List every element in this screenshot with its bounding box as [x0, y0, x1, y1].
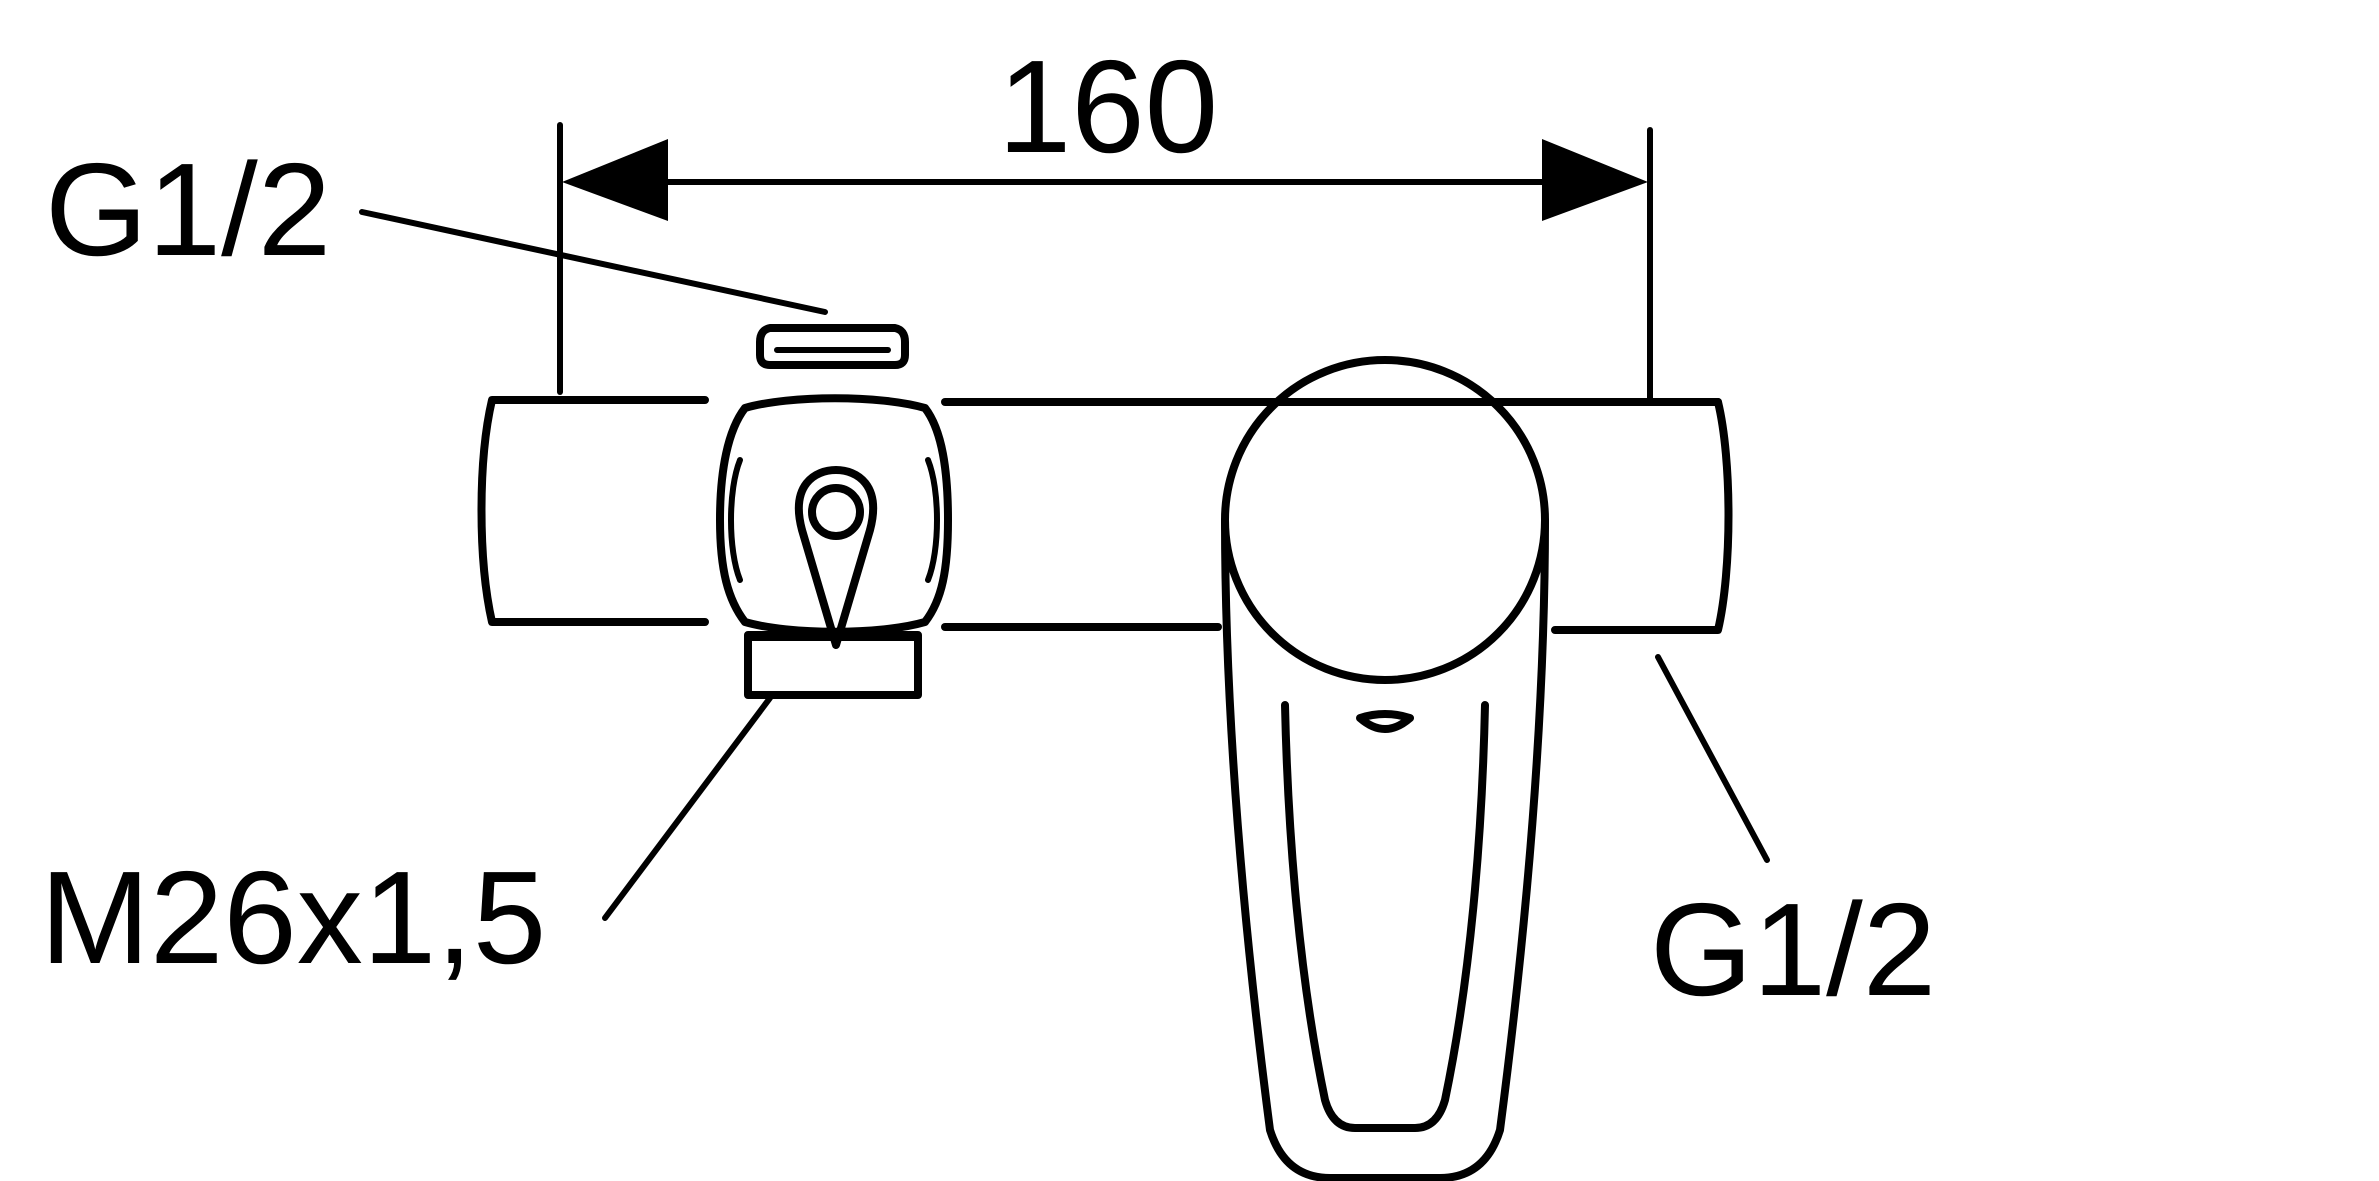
- mixer-body: [477, 396, 1733, 634]
- union-top-cap: [756, 324, 909, 369]
- lever-cartridge-circle: [1221, 356, 1549, 684]
- label-inlet-right: G1/2: [1650, 876, 1936, 1023]
- lever-handle-outer: [1221, 516, 1549, 1181]
- dimension-arrow-left: [562, 139, 668, 221]
- body-left-end: [477, 396, 709, 626]
- leader-outlet-thread: [602, 695, 773, 921]
- dimension-160: 160: [557, 33, 1653, 401]
- leader-inlet-right: [1655, 654, 1770, 863]
- body-right-end: [1551, 398, 1733, 634]
- lever-handle: [1221, 356, 1549, 1181]
- label-outlet-thread: M26x1,5: [40, 844, 546, 991]
- union-nut-body: [716, 394, 952, 636]
- lever-handle-inner: [1281, 701, 1489, 1132]
- union-teardrop: [794, 466, 878, 649]
- outlet-union: [716, 324, 952, 699]
- union-nut-flat-right: [925, 457, 940, 583]
- lever-indicator-mark: [1356, 710, 1414, 733]
- union-nut-flat-left: [728, 457, 743, 583]
- dimension-label-160: 160: [998, 33, 1218, 180]
- leader-inlet-left: [359, 209, 828, 315]
- label-inlet-left: G1/2: [45, 136, 331, 283]
- union-teardrop-hole: [808, 484, 864, 540]
- dimension-arrow-right: [1542, 139, 1648, 221]
